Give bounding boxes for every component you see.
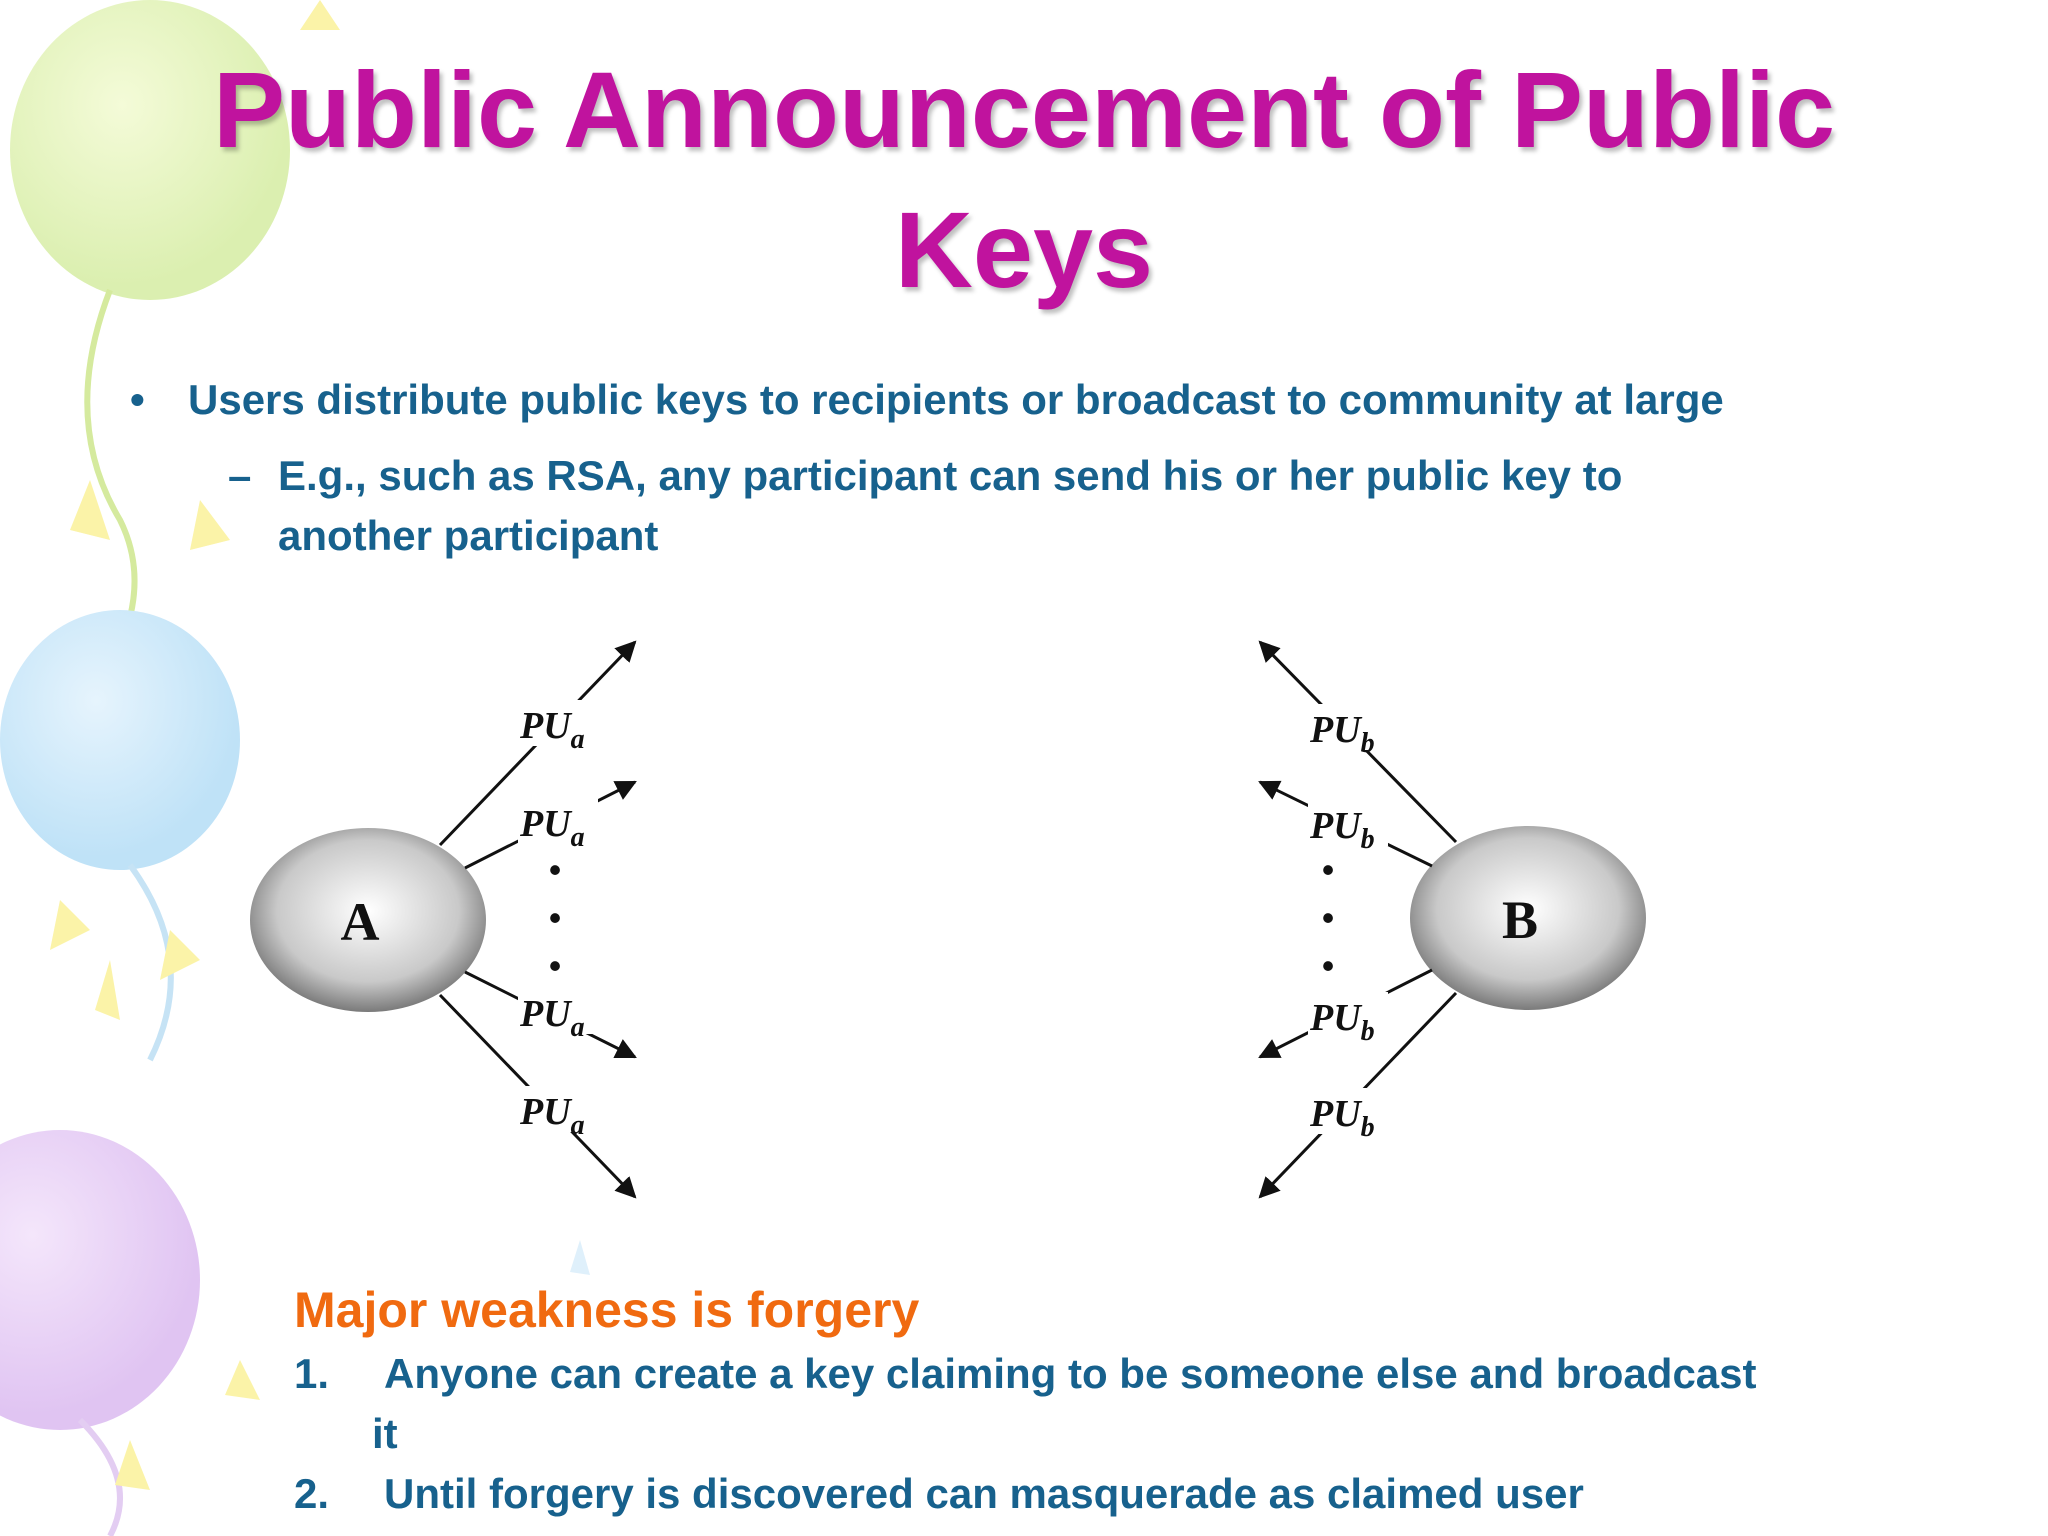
pu-a-label-4: PUa bbox=[518, 1086, 598, 1141]
svg-text:PUa: PUa bbox=[519, 803, 585, 853]
blue-balloon bbox=[0, 610, 240, 870]
sub-bullet-text: E.g., such as RSA, any participant can s… bbox=[278, 452, 1623, 559]
svg-text:PUa: PUa bbox=[519, 705, 585, 755]
ellipsis-dot-a-1: • bbox=[549, 849, 562, 890]
ellipsis-dot-b-2: • bbox=[1322, 897, 1335, 938]
bullet-text: Users distribute public keys to recipien… bbox=[188, 376, 1724, 423]
pu-b-label-1: PUb bbox=[1308, 704, 1388, 759]
ellipsis-dot-a-3: • bbox=[549, 945, 562, 986]
pu-a-label-3: PUa bbox=[518, 988, 598, 1043]
ellipsis-dot-a-2: • bbox=[549, 897, 562, 938]
slide-title-line-1: Public Announcement of Public bbox=[212, 49, 1836, 170]
ellipsis-dot-b-1: • bbox=[1322, 849, 1335, 890]
weakness-item-2-text: Until forgery is discovered can masquera… bbox=[384, 1470, 1584, 1517]
svg-text:PUa: PUa bbox=[519, 993, 585, 1043]
weakness-item-1-number: 1. bbox=[294, 1350, 330, 1397]
key-broadcast-diagram: A B PUa PUa PUa PUa • • • PUb PUb PUb bbox=[250, 640, 1646, 1199]
weakness-item-1-text: Anyone can create a key claiming to be s… bbox=[372, 1350, 1757, 1457]
pu-b-label-4: PUb bbox=[1308, 1088, 1388, 1143]
node-a-sphere bbox=[250, 828, 486, 1012]
purple-balloon bbox=[0, 1130, 200, 1430]
slide-title: Public Announcement of Public Keys bbox=[0, 40, 2048, 320]
node-b-label: B bbox=[1502, 890, 1538, 950]
pu-a-label-2: PUa bbox=[518, 798, 598, 853]
weakness-heading: Major weakness is forgery bbox=[294, 1282, 920, 1338]
pu-b-label-2: PUb bbox=[1308, 800, 1388, 855]
pu-b-label-3: PUb bbox=[1308, 992, 1388, 1047]
svg-text:PUb: PUb bbox=[1309, 1093, 1375, 1143]
bullet-mark: • bbox=[130, 376, 145, 423]
svg-text:PUb: PUb bbox=[1309, 805, 1375, 855]
slide-title-line-2: Keys bbox=[894, 189, 1154, 310]
ellipsis-dot-b-3: • bbox=[1322, 945, 1335, 986]
svg-text:PUa: PUa bbox=[519, 1091, 585, 1141]
node-a-label: A bbox=[341, 892, 380, 952]
node-b-sphere bbox=[1410, 826, 1646, 1010]
sub-bullet-mark: – bbox=[228, 452, 252, 499]
svg-text:PUb: PUb bbox=[1309, 709, 1375, 759]
svg-text:PUb: PUb bbox=[1309, 997, 1375, 1047]
pu-a-label-1: PUa bbox=[518, 700, 598, 755]
weakness-item-2-number: 2. bbox=[294, 1470, 330, 1517]
